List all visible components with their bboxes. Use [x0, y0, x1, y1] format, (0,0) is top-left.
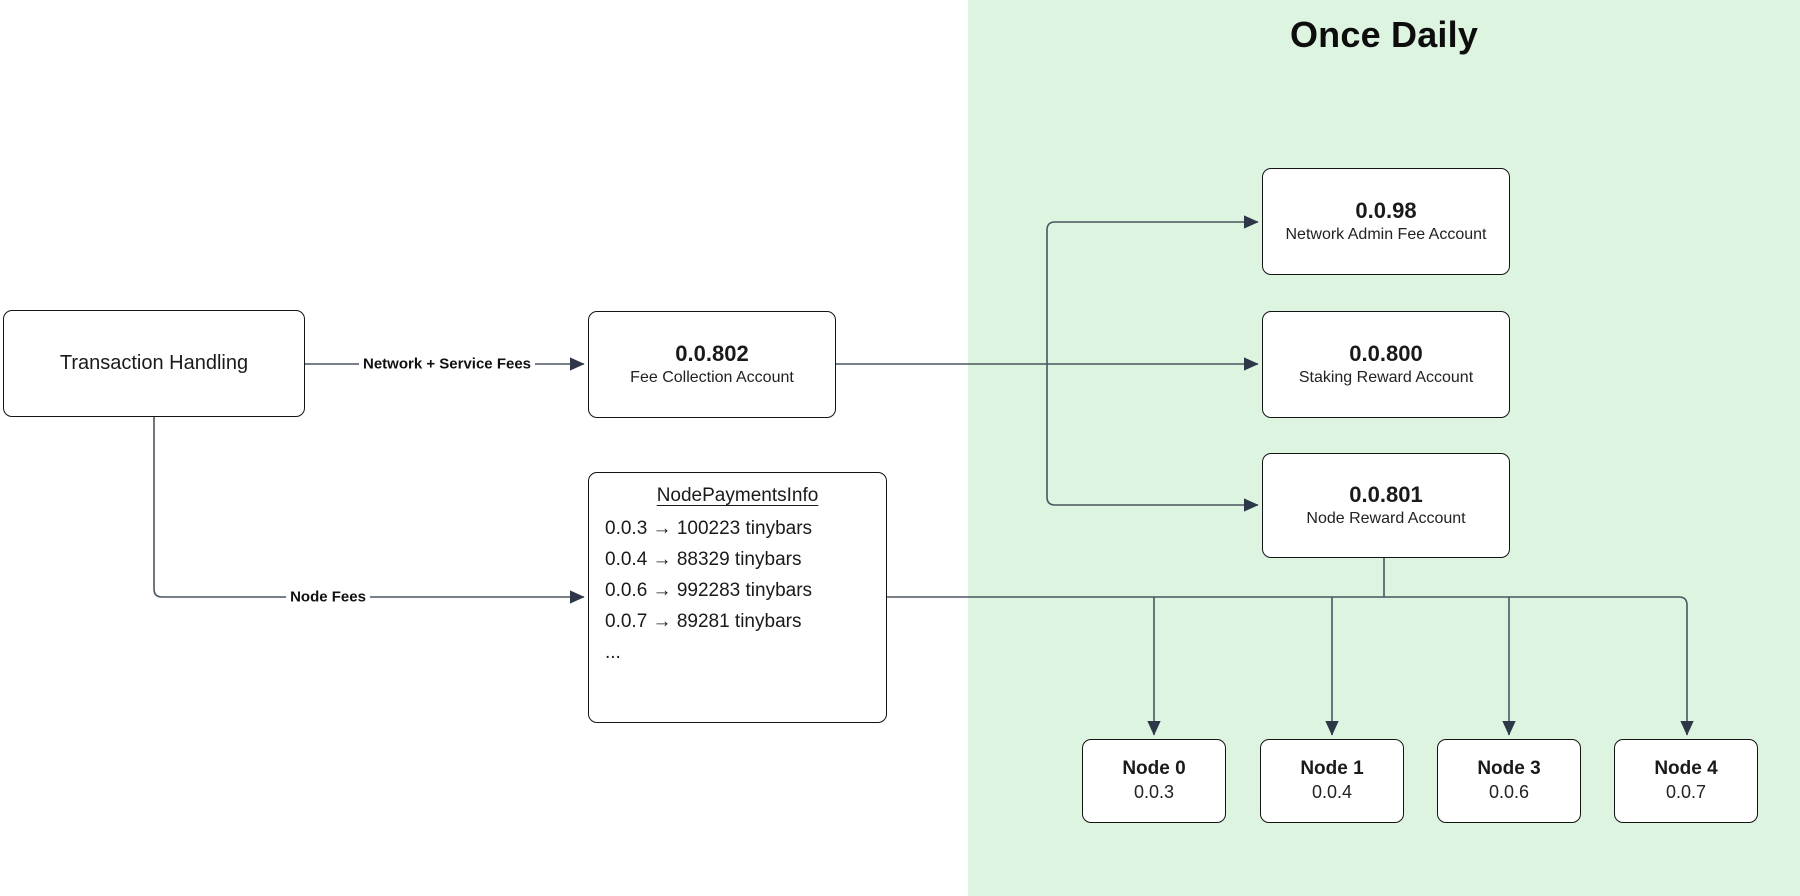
node-4-name: Node 4 [1654, 757, 1718, 779]
staking-reward-account-id: 0.0.800 [1349, 340, 1423, 366]
box-node-payments-info: NodePaymentsInfo 0.0.3 → 100223 tinybars… [588, 472, 887, 723]
box-node-1: Node 1 0.0.4 [1260, 739, 1404, 823]
box-fee-collection-account: 0.0.802 Fee Collection Account [588, 311, 836, 418]
node-payments-title: NodePaymentsInfo [656, 485, 819, 506]
node-payments-row: 0.0.7 → 89281 tinybars [605, 611, 802, 632]
fee-collection-account-id: 0.0.802 [675, 340, 749, 366]
node-1-name: Node 1 [1300, 757, 1364, 779]
edge-label-network-service-fees: Network + Service Fees [358, 355, 536, 373]
node-3-name: Node 3 [1477, 757, 1541, 779]
node-4-account: 0.0.7 [1665, 782, 1707, 803]
edge-to-network-admin [1046, 215, 1259, 364]
node-payments-row-ellipsis: ... [605, 642, 621, 663]
node-payments-row: 0.0.6 → 992283 tinybars [605, 580, 813, 601]
edge-node-fees [153, 417, 585, 604]
node-payments-row: 0.0.4 → 88329 tinybars [605, 549, 802, 570]
transaction-handling-label: Transaction Handling [59, 352, 249, 374]
node-payments-row: 0.0.3 → 100223 tinybars [605, 518, 813, 539]
node-0-account: 0.0.3 [1133, 782, 1175, 803]
edge-node-fan-horizontal [887, 596, 1694, 736]
network-admin-fee-account-id: 0.0.98 [1355, 197, 1417, 223]
node-reward-account-id: 0.0.801 [1349, 481, 1423, 507]
box-node-0: Node 0 0.0.3 [1082, 739, 1226, 823]
box-node-3: Node 3 0.0.6 [1437, 739, 1581, 823]
network-admin-fee-account-label: Network Admin Fee Account [1285, 226, 1487, 244]
staking-reward-account-label: Staking Reward Account [1298, 369, 1474, 387]
panel-title: Once Daily [1289, 14, 1479, 55]
node-0-name: Node 0 [1122, 757, 1186, 779]
node-reward-account-label: Node Reward Account [1306, 510, 1466, 528]
edge-to-node-reward [1046, 364, 1259, 512]
box-staking-reward-account: 0.0.800 Staking Reward Account [1262, 311, 1510, 418]
node-3-account: 0.0.6 [1488, 782, 1530, 803]
box-node-4: Node 4 0.0.7 [1614, 739, 1758, 823]
edge-label-node-fees: Node Fees [286, 588, 370, 606]
box-transaction-handling: Transaction Handling [3, 310, 305, 417]
box-network-admin-fee-account: 0.0.98 Network Admin Fee Account [1262, 168, 1510, 275]
fee-collection-account-label: Fee Collection Account [630, 369, 794, 387]
node-1-account: 0.0.4 [1311, 782, 1353, 803]
box-node-reward-account: 0.0.801 Node Reward Account [1262, 453, 1510, 558]
